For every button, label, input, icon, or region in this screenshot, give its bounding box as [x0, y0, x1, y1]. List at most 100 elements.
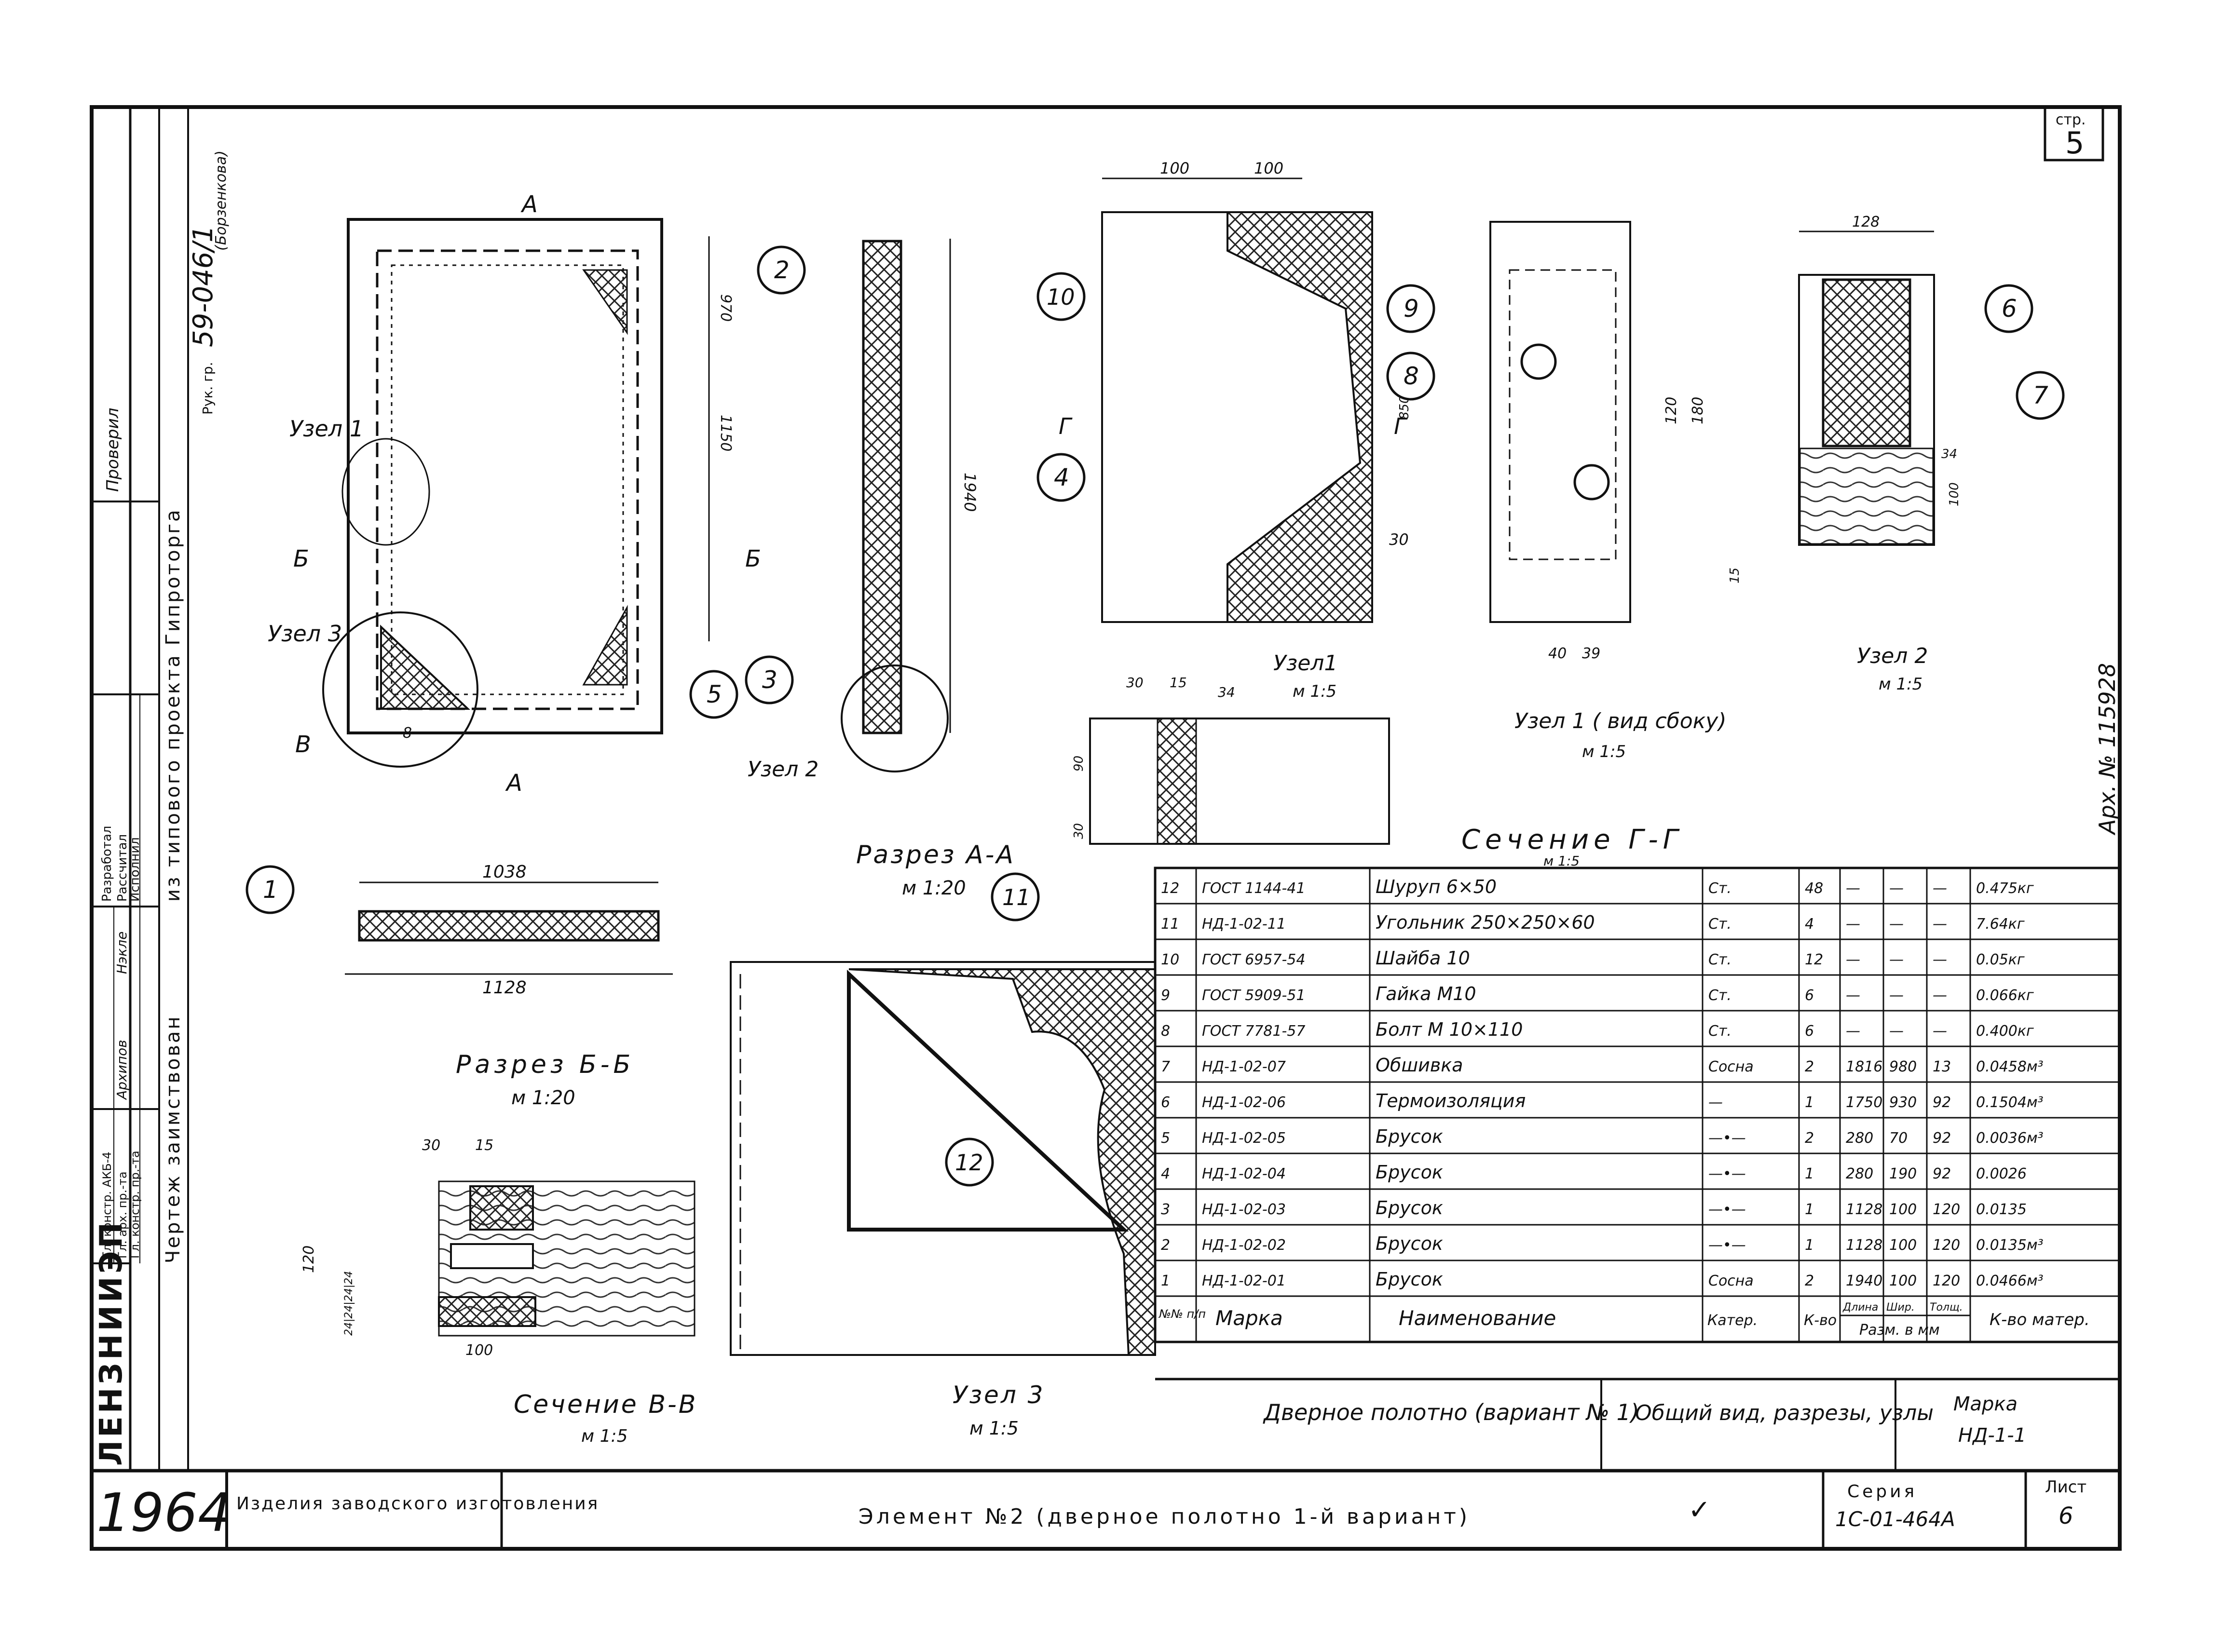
- spec-cell: НД-1-02-05: [1202, 1130, 1286, 1147]
- spec-cell: 0.475кг: [1976, 880, 2034, 897]
- dim-970: 970: [717, 294, 734, 322]
- spec-cell: 120: [1933, 1201, 1960, 1218]
- spec-cell: —: [1889, 951, 1904, 968]
- stamp-row-0: Гл. констр. АКБ-4: [100, 1151, 114, 1259]
- node3-title: Узел 3: [953, 1381, 1045, 1409]
- spec-cell: Обшивка: [1376, 1055, 1463, 1076]
- title-check: ✓: [1688, 1494, 1711, 1526]
- section-vv-scale: м 1:5: [581, 1426, 628, 1446]
- spec-cell: 1: [1805, 1237, 1814, 1254]
- dim-34-a: 34: [1218, 684, 1235, 700]
- dim-15-b: 15: [475, 1137, 493, 1154]
- head-label: Рук. гр.: [200, 362, 216, 415]
- dim-24: 24|24|24|24: [343, 1271, 355, 1336]
- title-view: Общий вид, разрезы, узлы: [1635, 1401, 1934, 1425]
- spec-cell: 92: [1933, 1094, 1951, 1111]
- door-elevation: Узел 1 Узел 3 Б Б В А А 970 1150 8: [268, 191, 761, 797]
- spec-cell: —: [1933, 880, 1947, 897]
- stamp-row-2: Гл. констр. пр.-та: [128, 1151, 142, 1259]
- callout-8: 8: [1404, 362, 1419, 390]
- spec-cell: НД-1-02-01: [1202, 1273, 1286, 1289]
- title-bottom-left: Изделия заводского изготовления: [236, 1494, 599, 1514]
- spec-cell: 1816: [1846, 1058, 1882, 1075]
- dim-1038: 1038: [482, 862, 527, 882]
- dim-100-a: 100: [1160, 159, 1189, 177]
- spec-cell: 11: [1161, 916, 1179, 933]
- source-line-1: Чертеж заимствован: [162, 1015, 184, 1263]
- title-block: Дверное полотно (вариант № 1) Общий вид,…: [96, 1378, 2120, 1549]
- node3-circle: [322, 611, 478, 768]
- spec-cell: НД-1-02-04: [1202, 1165, 1286, 1182]
- spec-cell: Шуруп 6×50: [1376, 876, 1497, 897]
- spec-cell: —: [1889, 916, 1904, 933]
- spec-cell: 13: [1933, 1058, 1951, 1075]
- spec-cell: 4: [1161, 1165, 1170, 1182]
- callout-5: 5: [707, 680, 722, 708]
- title-year: 1964: [96, 1482, 232, 1544]
- spec-head-cell: Наименование: [1399, 1306, 1556, 1330]
- spec-cell: 4: [1805, 916, 1814, 933]
- spec-head-cell: К-во: [1804, 1312, 1837, 1329]
- node1-scale: м 1:5: [1293, 682, 1336, 701]
- spec-cell: —•—: [1708, 1201, 1746, 1218]
- spec-head-cell: Разм. в мм: [1859, 1322, 1940, 1339]
- title-mark-label: Марка: [1953, 1393, 2018, 1415]
- dim-30-c: 30: [422, 1137, 440, 1154]
- spec-cell: Брусок: [1376, 1233, 1443, 1254]
- dim-15: 15: [1728, 568, 1742, 583]
- spec-cell: —•—: [1708, 1165, 1746, 1182]
- spec-head-cell: №№ п/п: [1158, 1307, 1206, 1321]
- razrez-bb: 1038 1128 Разрез Б-Б м 1:20: [345, 862, 673, 1109]
- spec-cell: —: [1933, 916, 1947, 933]
- dim-90: 90: [1072, 756, 1086, 772]
- dim-30-a: 30: [1126, 675, 1144, 691]
- dim-1128: 1128: [482, 978, 527, 998]
- spec-cell: —: [1846, 1023, 1860, 1040]
- spec-cell: 190: [1889, 1165, 1917, 1182]
- spec-head-cell: К-во матер.: [1990, 1310, 2090, 1329]
- callout-4: 4: [1054, 463, 1069, 491]
- spec-cell: 0.0026: [1976, 1165, 2027, 1182]
- section-gg: 30 15 34 90 30 Сечение Г-Г м 1:5: [1072, 675, 1678, 869]
- callout-1: 1: [263, 876, 278, 904]
- spec-cell: Болт М 10×110: [1376, 1019, 1523, 1040]
- title-series: 1С-01-464А: [1835, 1507, 1955, 1531]
- callout-6: 6: [2002, 295, 2017, 323]
- spec-head-cell: Толщ.: [1930, 1301, 1963, 1313]
- spec-cell: 6: [1805, 987, 1814, 1004]
- spec-cell: НД-1-02-03: [1202, 1201, 1286, 1218]
- callout-7: 7: [2033, 381, 2048, 409]
- spec-cell: 7: [1161, 1058, 1170, 1075]
- spec-cell: Ст.: [1708, 880, 1731, 897]
- callout-2: 2: [774, 256, 790, 284]
- section-a-top: А: [520, 191, 538, 218]
- dim-100-b: 100: [1254, 159, 1283, 177]
- spec-cell: 1128: [1846, 1201, 1882, 1218]
- spec-head-cell: Длина: [1842, 1301, 1878, 1313]
- node1-title: Узел1: [1273, 651, 1337, 676]
- spec-cell: 92: [1933, 1130, 1951, 1147]
- node1-detail: 100 100 850 30 Узел1 м 1:5 Г Г: [1059, 159, 1412, 701]
- spec-cell: 12: [1805, 951, 1823, 968]
- section-b-right: Б: [745, 545, 761, 572]
- page-label: стр.: [2056, 111, 2086, 128]
- door-profile: 1940 Узел 2: [748, 239, 979, 782]
- spec-cell: 1: [1805, 1201, 1814, 1218]
- spec-cell: 280: [1846, 1165, 1873, 1182]
- spec-cell: 0.0466м³: [1976, 1273, 2044, 1289]
- spec-cell: 0.0036м³: [1976, 1130, 2044, 1147]
- node2-title: Узел 2: [1857, 644, 1928, 668]
- title-series-label: Серия: [1847, 1482, 1917, 1502]
- title-element: Элемент №2 (дверное полотно 1-й вариант): [859, 1504, 1470, 1529]
- callout-3: 3: [762, 666, 777, 694]
- page-number-box: стр. 5: [2044, 106, 2104, 162]
- spec-cell: 2: [1805, 1130, 1814, 1147]
- section-vv: 30 15 120 24|24|24|24 100 Сечение В-В м …: [300, 1137, 695, 1446]
- dim-120: 120: [1663, 397, 1680, 424]
- stamp-row-5: Исполнил: [128, 837, 142, 902]
- spec-cell: 1: [1161, 1273, 1170, 1289]
- section-b-left: Б: [293, 545, 309, 572]
- spec-cell: 6: [1161, 1094, 1170, 1111]
- page-number: 5: [2065, 125, 2084, 161]
- dim-15-a: 15: [1170, 675, 1187, 691]
